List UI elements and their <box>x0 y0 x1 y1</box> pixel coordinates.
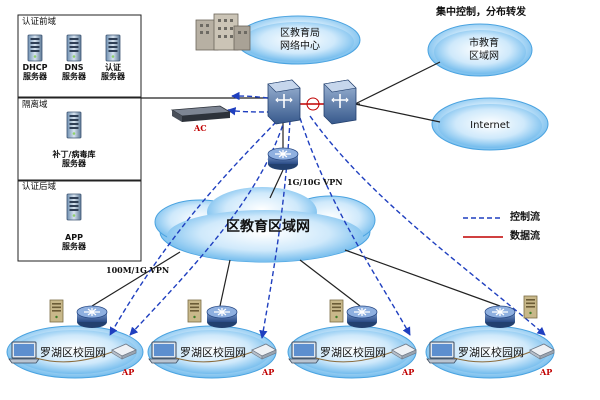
patch-server-name: 补丁/病毒库 <box>52 150 96 159</box>
campus-link-label: 100M/1G VPN <box>106 265 170 275</box>
core-to-city-link <box>354 61 441 105</box>
campus-label-1: 罗湖区校园网 <box>40 346 106 359</box>
core-link-label: 1G/10G VPN <box>287 177 343 187</box>
solid-links <box>91 61 501 307</box>
router-to-district-link <box>269 169 284 199</box>
app-server-icon <box>66 193 82 221</box>
patch-server-label: 补丁/病毒库 服务器 <box>52 150 96 169</box>
city-network-label: 市教育 区域网 <box>469 38 499 63</box>
patch-server-role: 服务器 <box>61 158 86 168</box>
city-network-cloud <box>427 23 533 77</box>
district-router-icon <box>267 147 299 171</box>
campus-server-1-icon <box>49 299 64 323</box>
dns-server-icon <box>66 34 82 62</box>
isolation-domain-title: 隔离域 <box>22 100 48 110</box>
legend-control-label: 控制流 <box>510 212 540 223</box>
dhcp-server-icon <box>27 34 43 62</box>
auth-server-name: 认证 <box>105 63 121 72</box>
campus-laptop-1-icon <box>8 341 40 364</box>
app-server-label: APP 服务器 <box>62 233 86 252</box>
campus-server-2-icon <box>187 299 202 323</box>
dhcp-server-label: DHCP 服务器 <box>22 63 48 82</box>
campus-laptop-3-icon <box>288 341 320 364</box>
legend-data-label: 数据流 <box>510 231 540 242</box>
campus-cloud-2 <box>147 325 277 379</box>
auth-server-role: 服务器 <box>101 71 125 81</box>
campus-label-2: 罗湖区校园网 <box>180 346 246 359</box>
network-center-line1: 区教育局 <box>280 28 320 39</box>
city-network-line1: 市教育 <box>469 38 499 49</box>
dns-server-name: DNS <box>64 63 84 72</box>
patch-server-icon <box>66 111 82 139</box>
ap-label-2: AP <box>262 367 275 377</box>
core-switch-1-icon <box>267 79 301 125</box>
district-network-label: 区教育区域网 <box>226 219 310 235</box>
ap-label-3: AP <box>402 367 415 377</box>
campus-cloud-4 <box>425 325 555 379</box>
slogan-text: 集中控制，分布转发 <box>436 7 526 18</box>
campus-label-4: 罗湖区校园网 <box>458 346 524 359</box>
city-network-line2: 区域网 <box>469 50 499 62</box>
ap-label-1: AP <box>122 367 135 377</box>
core-to-internet-link <box>354 103 441 123</box>
ac-label: AC <box>194 123 207 133</box>
dhcp-server-role: 服务器 <box>22 71 47 81</box>
ap-label-4: AP <box>540 367 553 377</box>
campus-wireless-links <box>35 351 531 363</box>
data-flow-loop <box>306 97 320 111</box>
network-center-cloud <box>235 15 361 65</box>
auth-back-domain-title: 认证后域 <box>22 182 57 192</box>
auth-front-domain-title: 认证前域 <box>22 17 57 27</box>
dns-server-role: 服务器 <box>62 71 86 81</box>
internet-label: Internet <box>470 120 510 131</box>
campus-router-3-icon <box>346 305 378 329</box>
district-network-cloud <box>154 187 376 263</box>
auth-server-label: 认证 服务器 <box>101 63 125 82</box>
campus-laptop-2-icon <box>148 341 180 364</box>
campus-server-4-icon <box>523 295 538 319</box>
campus-router-2-icon <box>206 305 238 329</box>
auth-server-icon <box>105 34 121 62</box>
campus-laptop-4-icon <box>426 341 458 364</box>
network-center-line2: 网络中心 <box>280 40 320 52</box>
district-to-campus1-link <box>91 251 181 307</box>
campus-cloud-1 <box>6 325 144 379</box>
core-switch-2-icon <box>323 79 357 125</box>
campus-router-4-icon <box>484 305 516 329</box>
ac-controller-icon <box>170 105 232 122</box>
campus-router-1-icon <box>76 305 108 329</box>
campus-label-3: 罗湖区校园网 <box>320 346 386 359</box>
network-center-label: 区教育局 网络中心 <box>280 28 320 53</box>
app-server-name: APP <box>65 233 83 242</box>
dhcp-server-name: DHCP <box>22 63 48 72</box>
network-center-building-icon <box>195 13 251 51</box>
internet-cloud <box>431 97 549 151</box>
app-server-role: 服务器 <box>62 241 86 251</box>
campus-server-3-icon <box>329 299 344 323</box>
dns-server-label: DNS 服务器 <box>62 63 86 82</box>
